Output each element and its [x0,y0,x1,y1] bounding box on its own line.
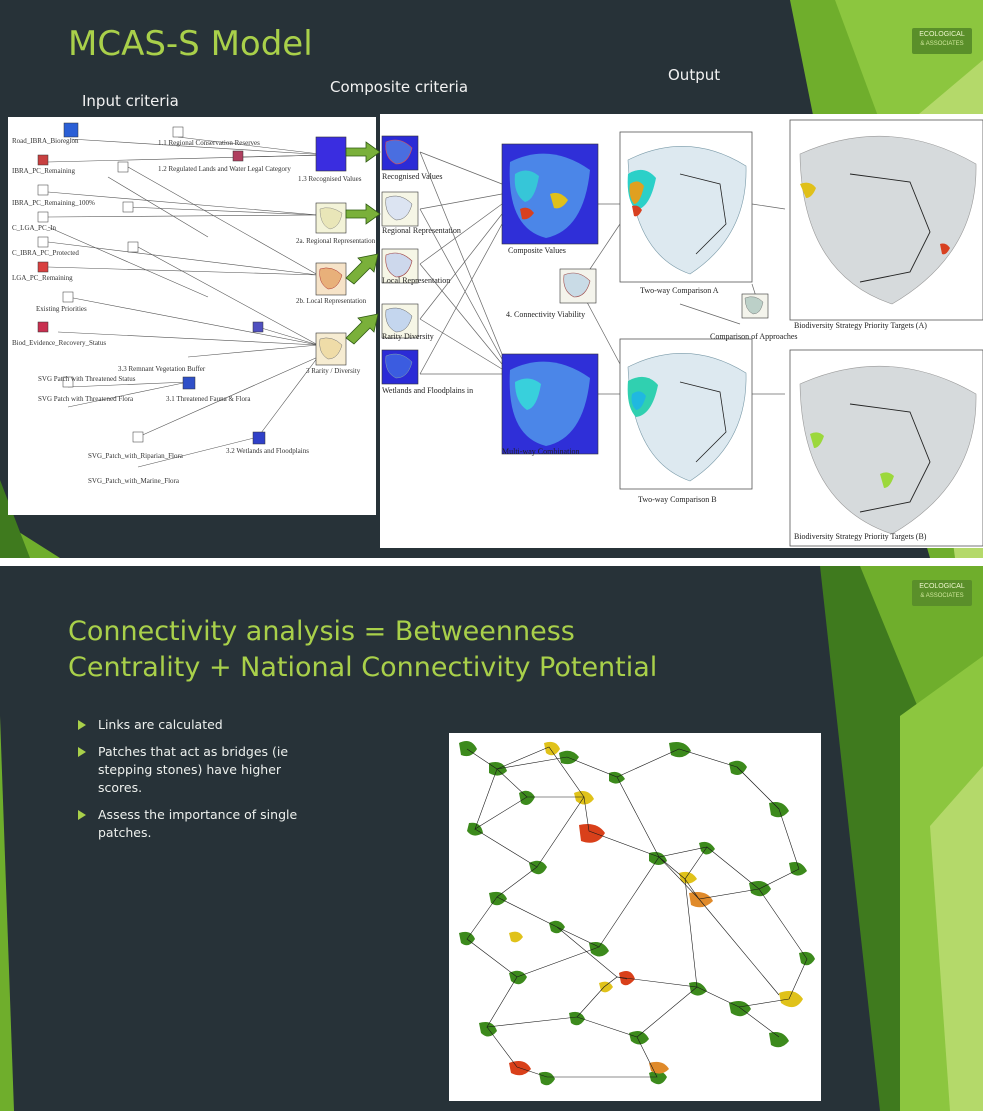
logo-subtext: & ASSOCIATES [920,41,964,47]
slide-decoration [0,566,983,1111]
bullet-text: Assess the importance of single patches. [98,807,298,840]
slide-connectivity-analysis: ECOLOGICAL & ASSOCIATES Connectivity ana… [0,566,983,1111]
bullet-arrow-icon [78,747,86,757]
module-label: 2b. Local Representation [296,297,367,305]
bullet-item: Assess the importance of single patches. [78,806,308,842]
output-label-connectivity: 4. Connectivity Viability [506,310,586,319]
bullet-item: Links are calculated [78,716,308,734]
output-label: Output [668,66,721,84]
input-node-label: SVG_Patch_with_Marine_Flora [88,477,179,485]
composite-label: Local Representation [382,276,451,285]
logo-text: ECOLOGICAL [919,583,965,590]
input-node-label: Road_IBRA_Bioregion [12,137,79,145]
input-node-label: SVG Patch with Threatened Flora [38,395,134,403]
slide-title-line-2: Centrality + National Connectivity Poten… [68,652,658,683]
connectivity-network-graphic [459,741,815,1086]
slide-title-line-1: Connectivity analysis = Betweenness [68,616,575,647]
composite-criteria-label: Composite criteria [330,78,469,96]
slide-title: Connectivity analysis = Betweenness Cent… [68,614,657,686]
slide-title: MCAS-S Model [68,24,313,64]
bullet-text: Links are calculated [98,717,223,732]
module-label: 3.2 Wetlands and Floodplains [226,447,309,455]
input-node-label: LGA_PC_Remaining [12,274,73,282]
bullet-item: Patches that act as bridges (ie stepping… [78,743,308,797]
module-label: 3 Rarity / Diversity [306,367,361,375]
module-label: 3.3 Remnant Vegetation Buffer [118,365,206,373]
module-label: 1.3 Recognised Values [298,175,362,183]
module-label: 1.1 Regional Conservation Reserves [158,139,260,147]
input-node-label: C_LGA_PC_In [12,224,56,232]
input-criteria-diagram: Road_IBRA_Bioregion IBRA_PC_Remaining IB… [8,117,376,515]
input-node-label: C_IBRA_PC_Protected [12,249,79,257]
connectivity-network-image [449,733,821,1101]
input-node-label: IBRA_PC_Remaining [12,167,76,175]
module-label: 2a. Regional Representation [296,237,376,245]
module-label: 1.2 Regulated Lands and Water Legal Cate… [158,165,291,173]
composite-label: Wetlands and Floodplains in [382,386,474,395]
bullet-arrow-icon [78,720,86,730]
output-label-multiway: Multi-way Combination [502,447,580,456]
logo-text: ECOLOGICAL [919,31,965,38]
input-criteria-label: Input criteria [82,92,179,110]
input-node-label: Existing Priorities [36,305,87,313]
input-node-label: Biod_Evidence_Recovery_Status [12,339,107,347]
bullet-list: Links are calculated Patches that act as… [78,716,308,851]
output-label-composite-values: Composite Values [508,246,566,255]
slide-mcas-s-model: ECOLOGICAL & ASSOCIATES MCAS-S Model Inp… [0,0,983,558]
bullet-arrow-icon [78,810,86,820]
input-node-label: SVG Patch with Threatened Status [38,375,136,383]
module-label: 3.1 Threatened Fauna & Flora [166,395,251,403]
input-network-lines [37,122,347,468]
composite-label: Recognised Values [382,172,443,181]
company-logo: ECOLOGICAL & ASSOCIATES [912,580,972,606]
output-label-comparison: Comparison of Approaches [710,332,798,341]
output-label-two-way-a: Two-way Comparison A [640,286,719,295]
input-node-label: IBRA_PC_Remaining_100% [12,199,95,207]
composite-output-graphics [381,119,983,547]
composite-label: Rarity Diversity [382,332,434,341]
output-label-target-a: Biodiversity Strategy Priority Targets (… [794,321,927,330]
composite-label: Regional Representation [382,226,461,235]
company-logo: ECOLOGICAL & ASSOCIATES [912,28,972,54]
bullet-text: Patches that act as bridges (ie stepping… [98,744,289,795]
input-node-label: SVG_Patch_with_Riparian_Flora [88,452,183,460]
output-label-target-b: Biodiversity Strategy Priority Targets (… [794,532,927,541]
output-label-two-way-b: Two-way Comparison B [638,495,717,504]
composite-output-diagram: Recognised Values Regional Representatio… [380,114,983,548]
logo-subtext: & ASSOCIATES [920,593,964,599]
